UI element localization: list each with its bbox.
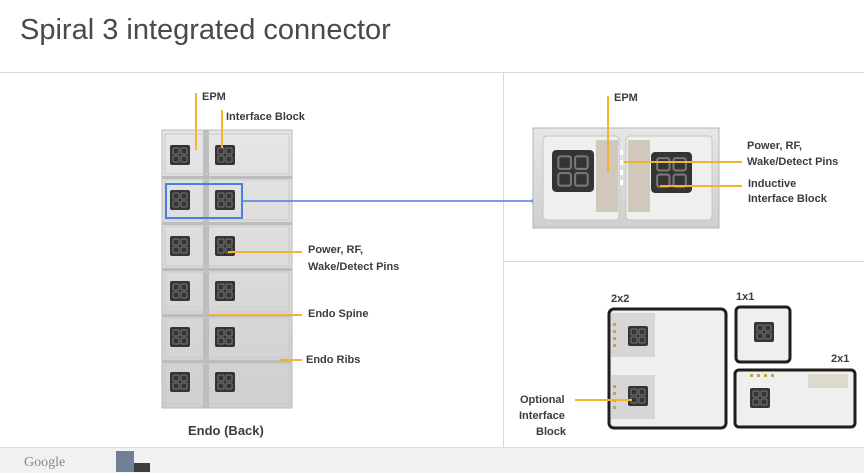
- label-endo-ribs: Endo Ribs: [306, 354, 361, 366]
- chip-icon: [169, 144, 191, 166]
- chip-icon: [169, 235, 191, 257]
- endo-back: [161, 93, 539, 409]
- chip-icon: [214, 189, 236, 211]
- chip-icon: [169, 371, 191, 393]
- chip-icon: [169, 326, 191, 348]
- right-divider: [504, 261, 864, 262]
- chip-icon: [169, 280, 191, 302]
- google-logo: Google: [24, 455, 66, 470]
- caption-endo-back: Endo (Back): [188, 423, 264, 438]
- bottom-bar-accent: [116, 451, 134, 472]
- label-optional-line3: Block: [536, 426, 566, 438]
- chip-icon: [214, 326, 236, 348]
- chip-icon: [627, 325, 649, 347]
- label-inductive-line2: Interface Block: [748, 193, 827, 205]
- label-epm-right: EPM: [614, 92, 638, 104]
- label-optional-line2: Interface: [519, 410, 565, 422]
- center-divider: [503, 73, 504, 447]
- label-tr-pins-line2: Wake/Detect Pins: [747, 156, 839, 168]
- chip-icon: [169, 189, 191, 211]
- label-tr-pins-line1: Power, RF,: [747, 140, 803, 152]
- module-sizes: [575, 305, 857, 430]
- label-size-2x1: 2x1: [831, 353, 850, 365]
- label-optional-line1: Optional: [520, 394, 565, 406]
- label-size-1x1: 1x1: [736, 291, 755, 303]
- slide-title: Spiral 3 integrated connector: [20, 14, 391, 46]
- label-endo-spine: Endo Spine: [308, 308, 369, 320]
- chip-icon: [753, 321, 775, 343]
- chip-icon: [214, 371, 236, 393]
- chip-icon: [749, 387, 771, 409]
- epm-detail: [532, 96, 742, 229]
- label-interface-block: Interface Block: [226, 111, 305, 123]
- chip-icon: [214, 144, 236, 166]
- title-divider: [0, 72, 864, 73]
- label-epm-left: EPM: [202, 91, 226, 103]
- chip-icon: [627, 385, 649, 407]
- label-inductive-line1: Inductive: [748, 178, 797, 190]
- label-pins-line1: Power, RF,: [308, 244, 364, 256]
- label-size-2x2: 2x2: [611, 293, 630, 305]
- label-pins-line2: Wake/Detect Pins: [308, 261, 400, 273]
- bottom-bar-accent-dark: [134, 463, 150, 472]
- chip-icon: [214, 280, 236, 302]
